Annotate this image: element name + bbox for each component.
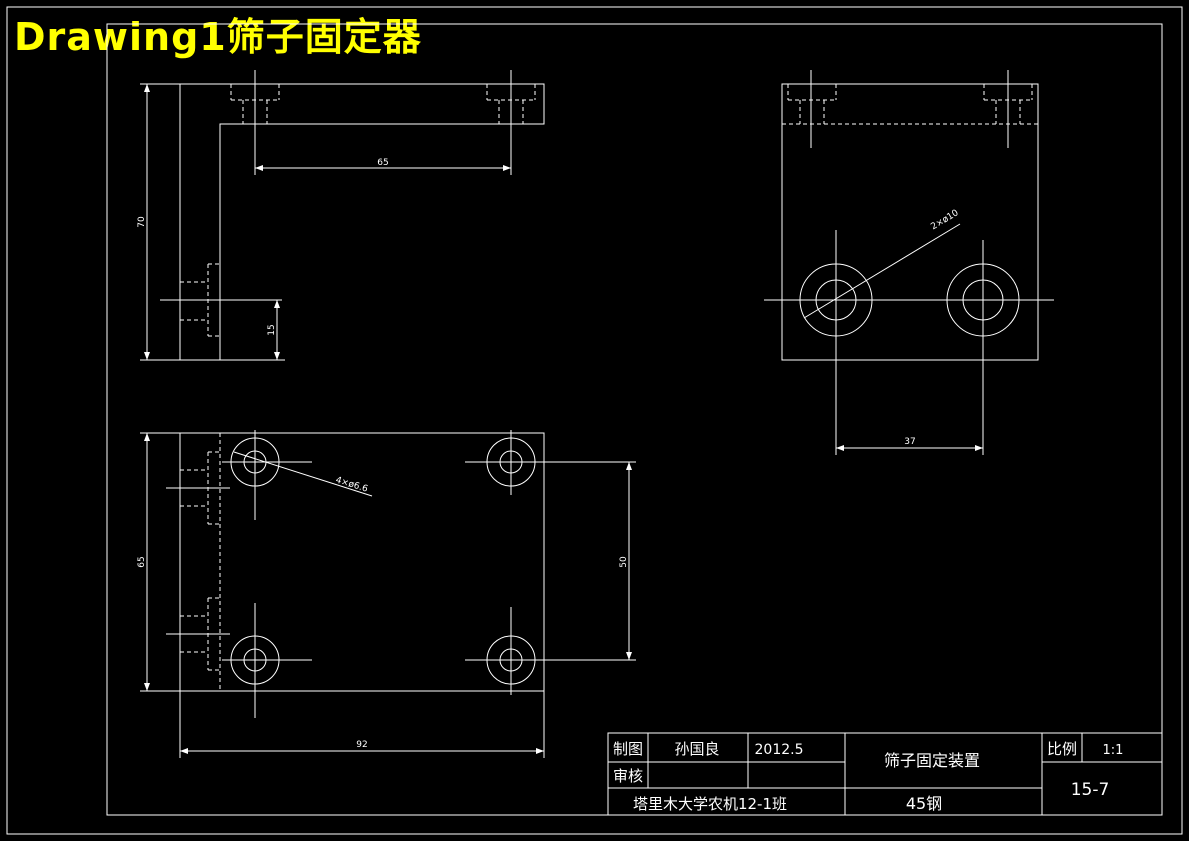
scale-label: 比例: [1047, 740, 1077, 758]
side-view: [764, 70, 1054, 455]
front-dim-65: 65: [377, 158, 388, 168]
school-name: 塔里木大学农机12-1班: [633, 795, 787, 813]
side-dim-37: 37: [904, 437, 915, 447]
drawn-label: 制图: [613, 740, 643, 758]
check-label: 审核: [613, 767, 643, 785]
front-view: [140, 70, 545, 361]
drawing-number: 15-7: [1071, 780, 1110, 800]
top-hole-note: 4×ø6.6: [334, 475, 369, 494]
drawn-by: 孙国良: [674, 740, 719, 758]
material: 45钢: [906, 794, 942, 813]
scale-value: 1:1: [1103, 743, 1124, 758]
top-dim-92: 92: [356, 740, 367, 750]
top-view: [140, 430, 636, 758]
title-block: [607, 732, 1163, 816]
top-dim-50: 50: [619, 556, 629, 568]
drawing-date: 2012.5: [755, 742, 804, 758]
front-dim-15: 15: [267, 324, 277, 335]
front-dim-70: 70: [137, 216, 147, 228]
top-dim-65: 65: [137, 556, 147, 567]
part-name: 筛子固定装置: [884, 751, 980, 770]
side-hole-note: 2×ø10: [929, 208, 960, 232]
sheet-border: [6, 6, 1183, 835]
